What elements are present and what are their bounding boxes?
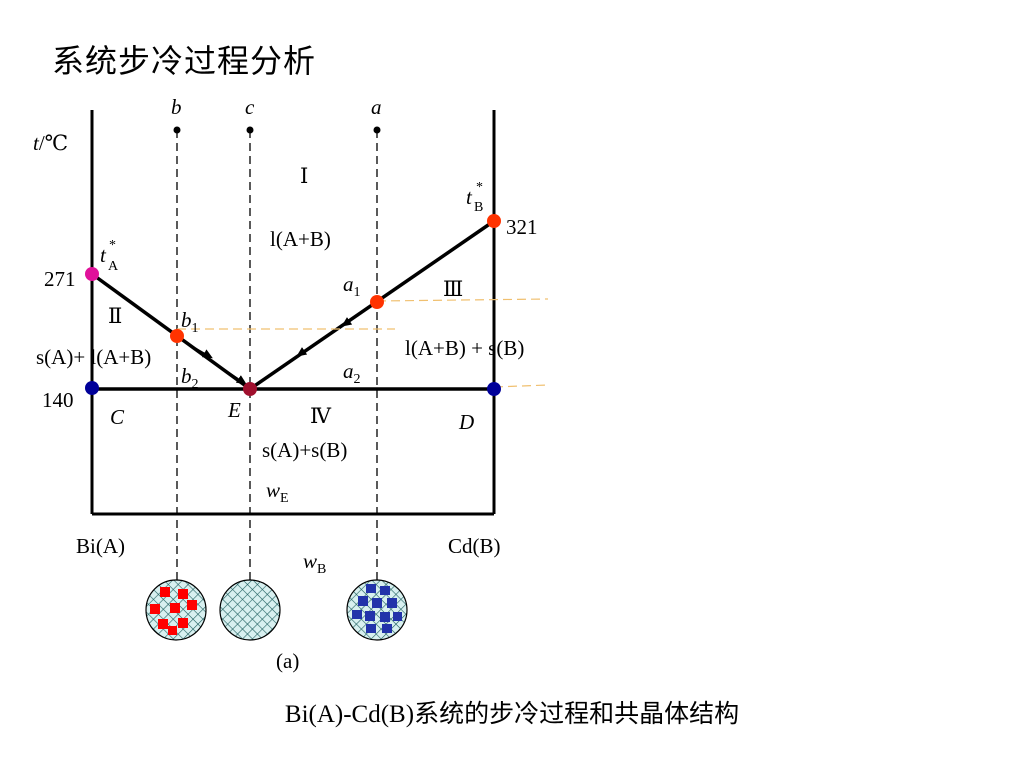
start-dot-c <box>246 126 254 134</box>
arrow-left-liquidus-2 <box>224 369 247 385</box>
point-b1 <box>170 329 184 343</box>
label-b1: b1 <box>181 308 199 336</box>
point-tA <box>85 267 99 281</box>
liquidus-left <box>90 272 252 391</box>
microstructure-b <box>145 579 207 641</box>
temp-label-321: 321 <box>506 215 538 239</box>
arrow-right-liquidus-2 <box>296 339 321 357</box>
region-II-phase: s(A)+ l(A+B) <box>36 345 151 369</box>
region-IV-phase: s(A)+s(B) <box>262 438 347 462</box>
label-wE: wE <box>266 478 289 506</box>
line-label-a: a <box>371 95 382 119</box>
start-dot-b <box>173 126 181 134</box>
temp-label-140: 140 <box>42 388 74 412</box>
guide-line-eutectic <box>493 384 549 388</box>
figure-caption: Bi(A)-Cd(B)系统的步冷过程和共晶体结构 <box>0 694 1024 730</box>
label-C: C <box>110 405 125 429</box>
label-wB: wB <box>303 549 326 577</box>
line-label-b: b <box>171 95 182 119</box>
label-tB: t <box>466 185 473 209</box>
line-label-c: c <box>245 95 255 119</box>
y-axis-label: t/℃ <box>33 131 68 155</box>
region-III-phase: l(A+B) + s(B) <box>405 336 524 360</box>
microstructure-a <box>346 579 408 641</box>
caption-latin: Bi(A)-Cd(B) <box>284 701 415 728</box>
label-tB-sup: * <box>476 180 483 195</box>
temp-label-271: 271 <box>44 267 76 291</box>
microstructure-c <box>219 579 281 641</box>
label-D: D <box>458 410 474 434</box>
page-title: 系统步冷过程分析 <box>52 42 317 80</box>
region-II-label: Ⅱ <box>108 304 122 328</box>
x-label-left: Bi(A) <box>76 534 125 558</box>
label-tA-sup: * <box>109 238 116 253</box>
point-D <box>487 382 501 396</box>
guide-line-a1 <box>376 298 549 302</box>
label-tB-sub: B <box>474 200 483 215</box>
label-a2: a2 <box>343 359 361 387</box>
caption-chinese: 系统的步冷过程和共晶体结构 <box>414 699 740 728</box>
label-tA: t <box>100 243 107 267</box>
label-tA-sub: A <box>108 259 119 274</box>
region-I-phase: l(A+B) <box>270 227 331 251</box>
label-E: E <box>227 398 241 422</box>
region-IV-label: Ⅳ <box>310 404 332 428</box>
point-a1 <box>370 295 384 309</box>
point-tB <box>487 214 501 228</box>
arrow-right-liquidus <box>341 309 366 327</box>
region-I-label: Ⅰ <box>300 164 308 188</box>
arrow-left-liquidus <box>189 344 213 359</box>
x-label-right: Cd(B) <box>448 534 501 558</box>
point-E <box>243 382 257 396</box>
label-b2: b2 <box>181 364 199 392</box>
figure-label: (a) <box>276 649 299 673</box>
label-a1: a1 <box>343 272 361 300</box>
point-C <box>85 381 99 395</box>
region-III-label: Ⅲ <box>443 277 463 301</box>
start-dot-a <box>373 126 381 134</box>
